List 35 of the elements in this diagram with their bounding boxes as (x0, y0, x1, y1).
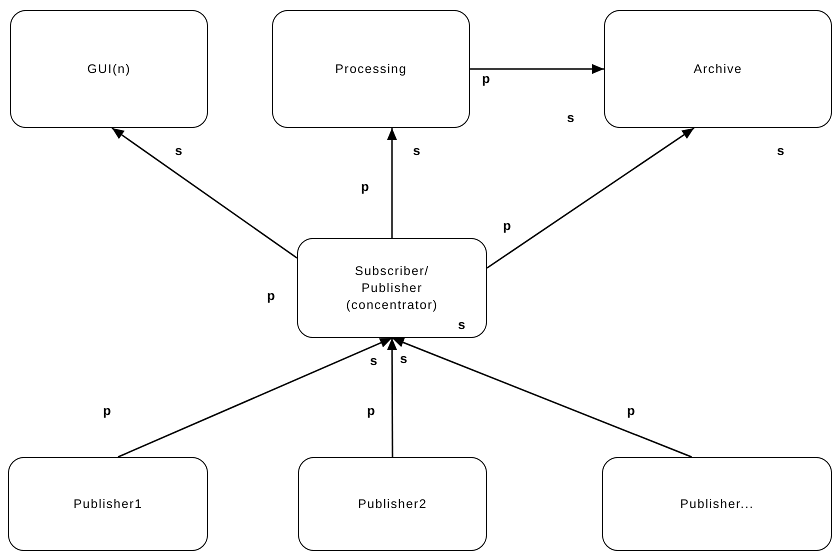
edge-end-label: s (175, 144, 182, 158)
node-label: GUI(n) (87, 60, 131, 78)
node-label: Publisher... (680, 496, 754, 512)
node-label: Publisher1 (73, 496, 143, 512)
edge-end-label: s (458, 318, 466, 332)
arrow (112, 127, 298, 259)
edge-end-label: s (567, 111, 574, 125)
process-box (298, 457, 487, 551)
node-label: Processing (335, 60, 407, 78)
node-label: Publisher2 (358, 496, 428, 512)
node-label: Archive (694, 60, 742, 78)
node-label: Subscriber/ Publisher (concentrator) (345, 262, 439, 314)
edge-end-label: p (482, 72, 490, 86)
process-box (602, 457, 832, 551)
edge-end-label: s (777, 144, 784, 158)
arrow (387, 128, 397, 238)
edge-end-label: s (413, 144, 420, 158)
arrow (392, 337, 692, 458)
edge-end-label: s (400, 352, 408, 366)
arrow (470, 64, 604, 74)
arrow (387, 338, 398, 457)
edge-end-label: s (370, 354, 378, 368)
process-box (272, 10, 470, 128)
edge-end-label: p (503, 219, 511, 233)
process-box (297, 238, 487, 338)
edge-end-label: p (361, 180, 369, 194)
edge-end-label: p (627, 404, 635, 418)
edge-end-label: p (267, 289, 275, 303)
process-box (8, 457, 208, 551)
edge-end-label: p (103, 404, 111, 418)
arrow (486, 127, 694, 269)
process-box (604, 10, 832, 128)
edge-end-label: p (367, 404, 375, 418)
process-box (10, 10, 208, 128)
arrow (118, 337, 392, 458)
